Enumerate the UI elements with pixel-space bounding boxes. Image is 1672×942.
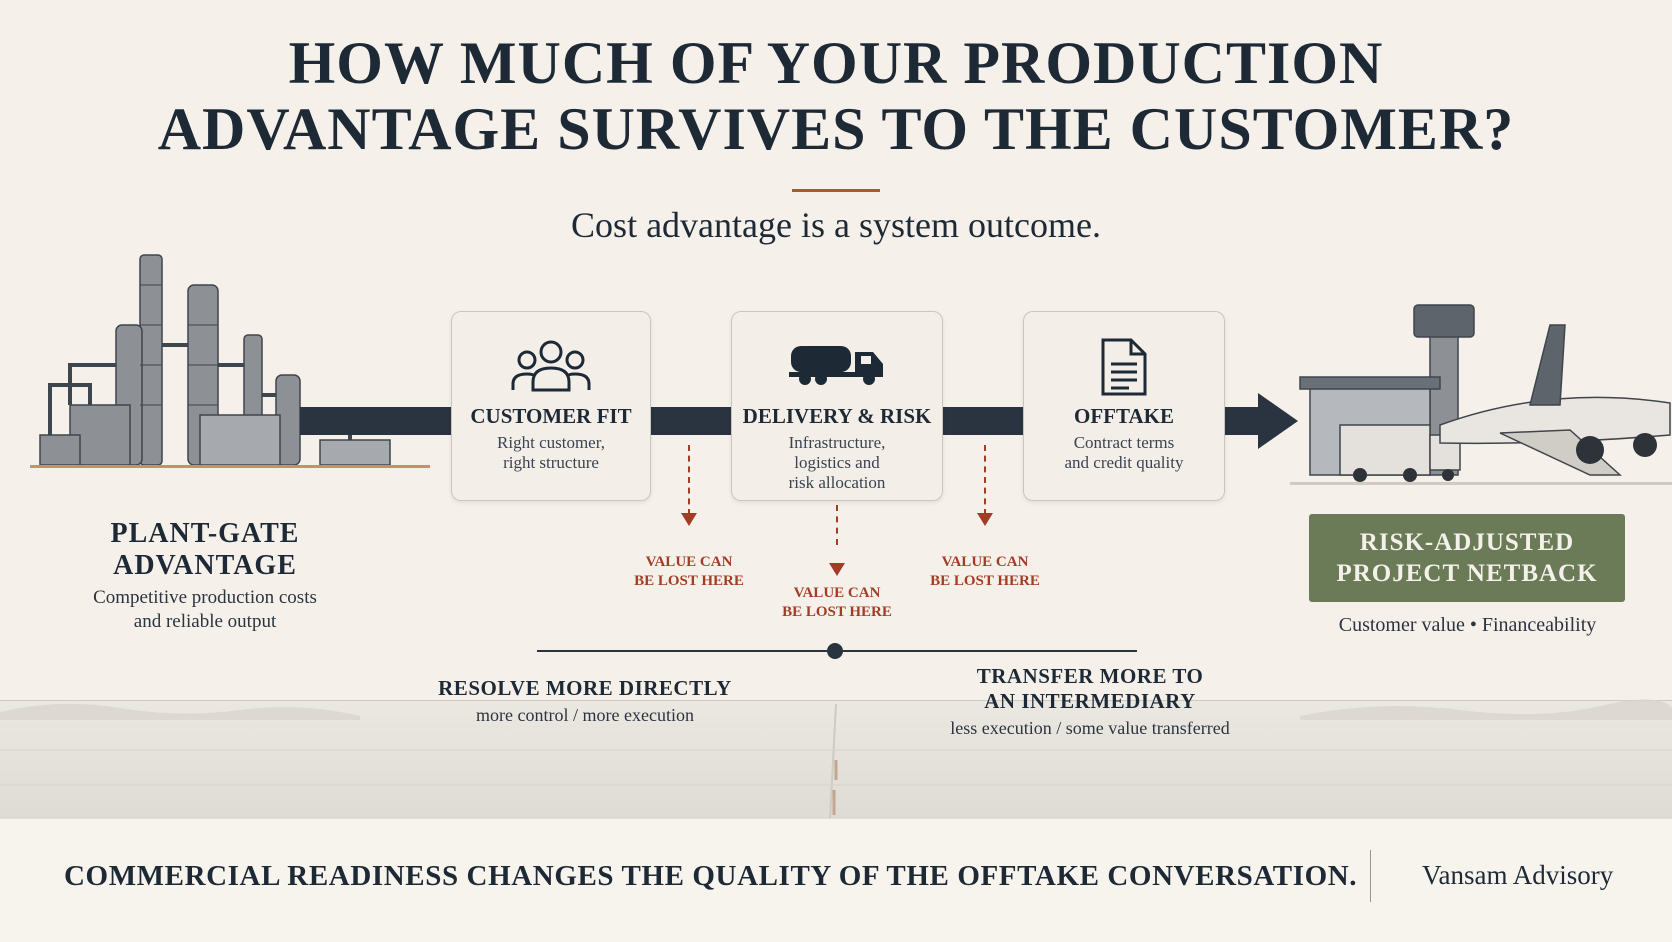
page-subtitle: Cost advantage is a system outcome. [571,205,1101,245]
option-intermediary-desc: less execution / some value transferred [950,718,1230,738]
loss-arrow-shaft [984,445,986,515]
stage-desc-line: risk allocation [788,473,886,492]
stage-description: Right customer, right structure [452,433,650,473]
loss-label-line: VALUE CAN [793,585,881,601]
stage-desc-line: Right customer, [497,433,605,452]
value-loss-label: VALUE CAN BE LOST HERE [905,553,1065,591]
loss-arrow-head [681,513,697,526]
loss-label-line: VALUE CAN [645,554,733,570]
value-loss-label: VALUE CAN BE LOST HERE [757,584,917,622]
brand-name: Vansam Advisory [1422,860,1614,890]
option-title-line: TRANSFER MORE TO [976,664,1204,688]
stage-card-customer-fit: CUSTOMER FIT Right customer, right struc… [451,311,651,501]
stage-desc-line: and credit quality [1064,453,1184,472]
options-scale-marker [827,643,843,659]
people-icon [511,340,591,392]
stage-desc-line: logistics and [794,453,880,472]
truck-icon [789,346,883,385]
runway-illustration [0,699,1672,820]
document-icon [1101,338,1147,396]
value-loss-label: VALUE CAN BE LOST HERE [609,553,769,591]
footer-band [0,818,1672,942]
stage-title: OFFTAKE [1074,404,1174,428]
footer-tagline: COMMERCIAL READINESS CHANGES THE QUALITY… [64,860,1358,892]
netback-title-line: RISK-ADJUSTED [1359,529,1575,556]
loss-label-line: VALUE CAN [941,554,1029,570]
loss-label-line: BE LOST HERE [782,604,892,620]
option-direct-desc: more control / more execution [476,705,694,725]
origin-title-line: PLANT-GATE [110,518,300,549]
loss-arrow-shaft [688,445,690,515]
flow-arrow-head [1258,393,1298,449]
option-title-line: AN INTERMEDIARY [984,689,1196,713]
origin-description: Competitive production costs and reliabl… [60,586,350,634]
stage-title: DELIVERY & RISK [742,404,932,428]
origin-title-line: ADVANTAGE [113,550,297,581]
loss-arrow-head [829,563,845,576]
stage-card-offtake: OFFTAKE Contract terms and credit qualit… [1023,311,1225,501]
origin-desc-line: and reliable output [133,611,277,632]
airport-icon [1290,304,1672,485]
stage-card-delivery-risk: DELIVERY & RISK Infrastructure, logistic… [731,311,943,501]
netback-subtitle: Customer value • Financeability [1338,614,1597,636]
title-line-2: ADVANTAGE SURVIVES TO THE CUSTOMER? [157,96,1515,162]
refinery-icon [30,254,430,468]
loss-arrow-head [977,513,993,526]
page-title: HOW MUCH OF YOUR PRODUCTION ADVANTAGE SU… [0,30,1672,162]
option-direct-title: RESOLVE MORE DIRECTLY [438,676,732,700]
horizon-line [0,700,1672,701]
option-intermediary-title: TRANSFER MORE TO AN INTERMEDIARY [900,664,1280,714]
title-accent-rule [792,189,880,192]
loss-label-line: BE LOST HERE [930,573,1040,589]
footer-divider [1370,850,1371,902]
stage-description: Contract terms and credit quality [1024,433,1224,473]
stage-desc-line: right structure [503,453,599,472]
loss-arrow-shaft [836,505,838,545]
stage-title: CUSTOMER FIT [470,404,632,428]
origin-title: PLANT-GATE ADVANTAGE [60,518,350,582]
loss-label-line: BE LOST HERE [634,573,744,589]
netback-badge: RISK-ADJUSTED PROJECT NETBACK [1309,514,1625,602]
stage-description: Infrastructure, logistics and risk alloc… [732,433,942,493]
origin-desc-line: Competitive production costs [93,587,317,608]
stage-desc-line: Contract terms [1073,433,1175,452]
netback-title-line: PROJECT NETBACK [1336,560,1598,587]
stage-desc-line: Infrastructure, [788,433,886,452]
title-line-1: HOW MUCH OF YOUR PRODUCTION [288,30,1384,96]
